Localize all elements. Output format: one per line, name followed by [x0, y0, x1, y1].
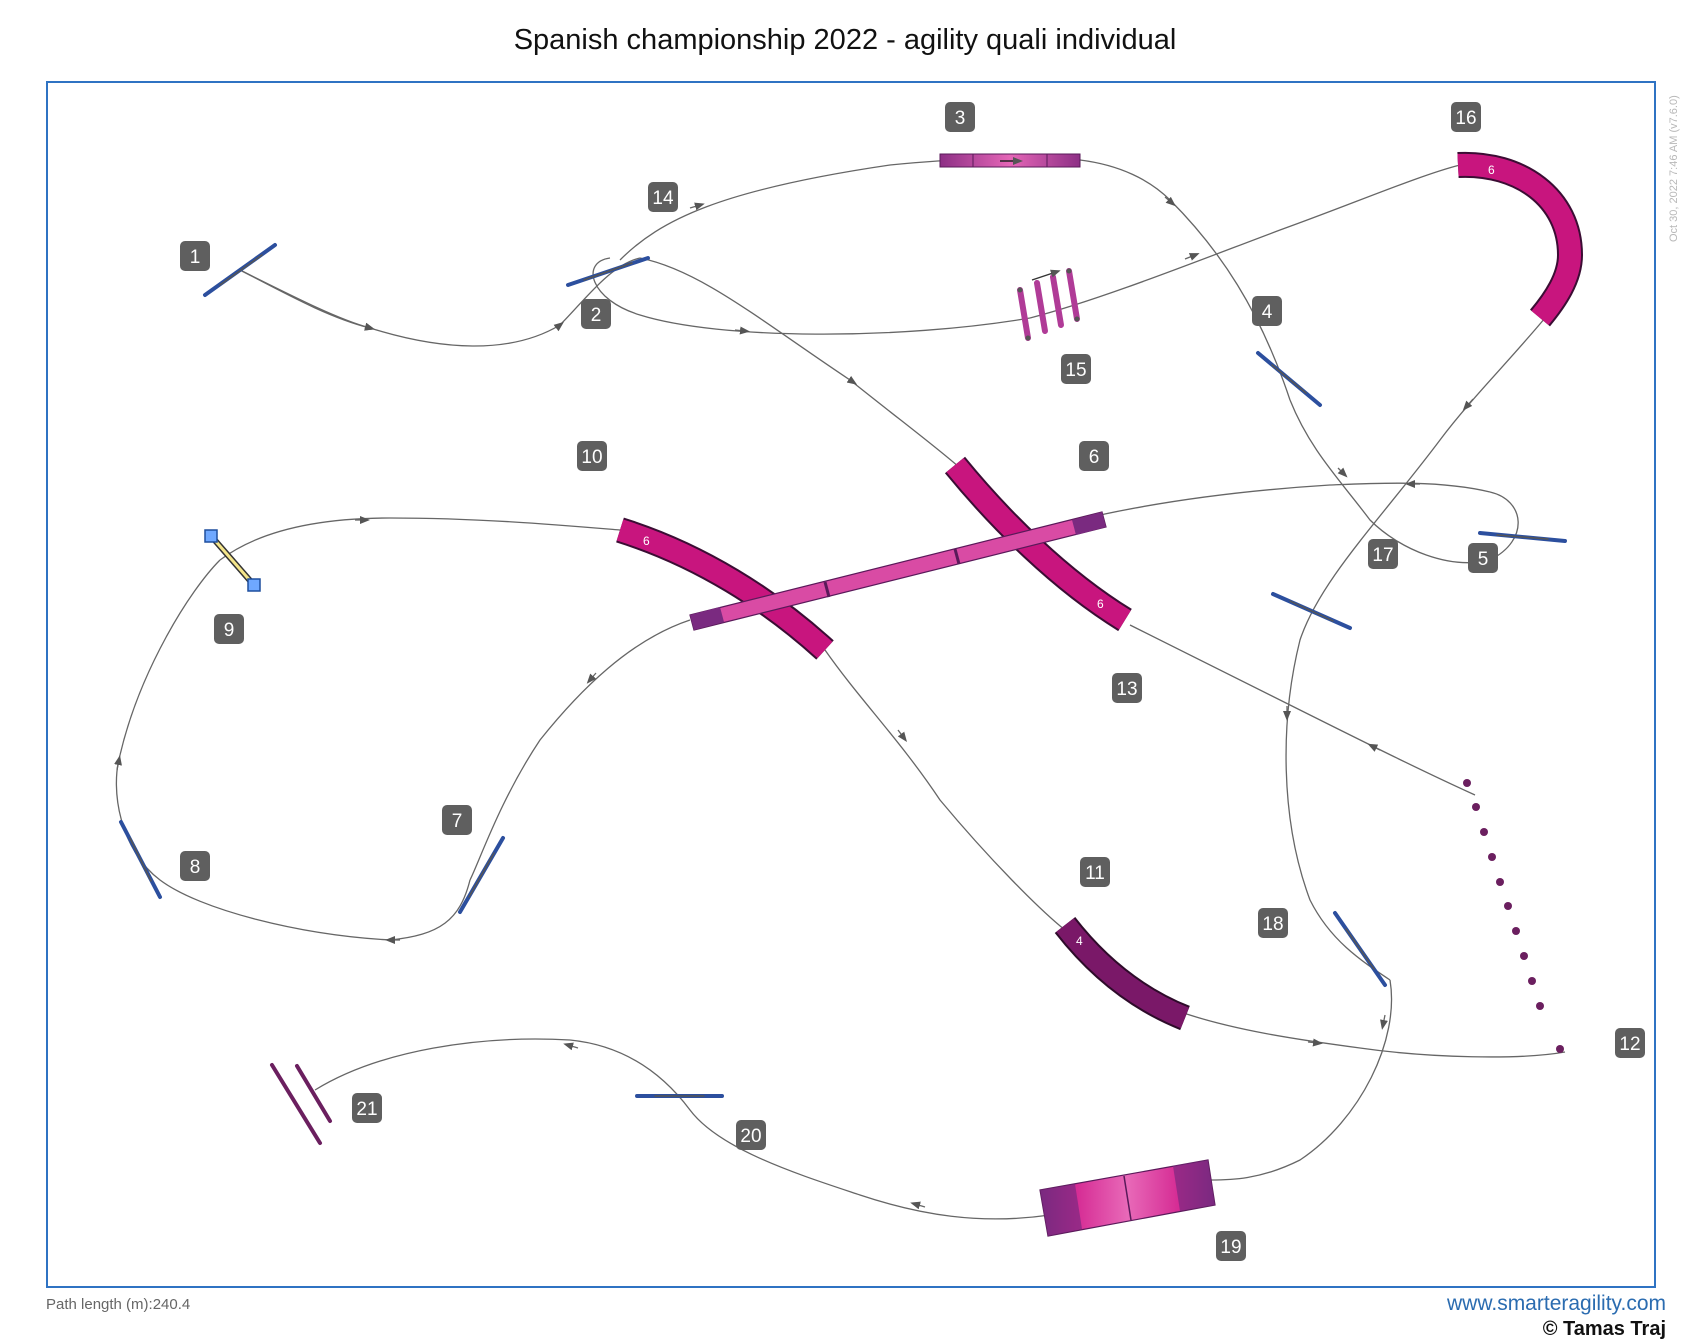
- svg-text:2: 2: [591, 305, 602, 326]
- badge-6: 6: [1079, 441, 1109, 471]
- tyre-9: [204, 529, 261, 592]
- badge-9: 9: [214, 614, 244, 644]
- seesaw-13: [689, 511, 1107, 631]
- jump-18: [1333, 911, 1387, 987]
- badge-14: 14: [648, 182, 678, 212]
- weave-15: [1017, 268, 1080, 341]
- copyright: © Tamas Traj: [1542, 1318, 1666, 1340]
- jump-21: [270, 1063, 332, 1145]
- svg-text:13: 13: [1116, 679, 1137, 700]
- svg-text:4: 4: [1262, 302, 1273, 323]
- website-link[interactable]: www.smarteragility.com: [1447, 1292, 1666, 1315]
- svg-text:16: 16: [1455, 108, 1476, 129]
- svg-text:8: 8: [190, 857, 201, 878]
- jump-1: [203, 243, 277, 297]
- badge-3: 3: [945, 102, 975, 132]
- svg-text:1: 1: [190, 247, 201, 268]
- svg-text:3: 3: [955, 108, 966, 129]
- svg-text:6: 6: [1089, 447, 1100, 468]
- course-title: Spanish championship 2022 - agility qual…: [513, 24, 1177, 56]
- jump-2: [566, 256, 650, 287]
- svg-text:9: 9: [224, 620, 235, 641]
- svg-text:17: 17: [1372, 545, 1393, 566]
- badge-5: 5: [1468, 543, 1498, 573]
- svg-text:11: 11: [1085, 863, 1105, 884]
- svg-text:7: 7: [452, 811, 463, 832]
- jumps: [119, 243, 1567, 1145]
- tunnel-10-length: 6: [643, 534, 650, 548]
- svg-text:15: 15: [1065, 360, 1086, 381]
- svg-text:18: 18: [1262, 914, 1283, 935]
- ring-border: [46, 81, 1656, 1288]
- svg-text:10: 10: [581, 447, 602, 468]
- timestamp: Oct 30, 2022 7:46 AM (v7.6.0): [1668, 95, 1680, 242]
- badge-20: 20: [736, 1120, 766, 1150]
- tunnels: 6 6 6 4: [616, 151, 1584, 1031]
- svg-text:12: 12: [1619, 1034, 1640, 1055]
- badge-11: 11: [1080, 857, 1110, 887]
- badge-1: 1: [180, 241, 210, 271]
- jump-8: [119, 820, 162, 899]
- spread-12: [1463, 779, 1564, 1053]
- dog-path: [114, 158, 1566, 1220]
- jump-5: [1478, 531, 1567, 543]
- svg-text:14: 14: [652, 188, 674, 209]
- jump-17: [1271, 592, 1352, 630]
- badge-2: 2: [581, 299, 611, 329]
- jump-7: [458, 836, 505, 914]
- badge-8: 8: [180, 851, 210, 881]
- badge-19: 19: [1216, 1231, 1246, 1261]
- badge-21: 21: [352, 1093, 382, 1123]
- svg-text:5: 5: [1478, 549, 1489, 570]
- badge-18: 18: [1258, 908, 1288, 938]
- tunnel-16-length: 6: [1488, 163, 1495, 177]
- jump-4: [1256, 351, 1322, 407]
- badge-15: 15: [1061, 354, 1091, 384]
- path-length: Path length (m):240.4: [46, 1296, 191, 1313]
- badge-17: 17: [1368, 539, 1398, 569]
- table-19: [1039, 1159, 1216, 1237]
- obstacle-number-badges: 1 2 3 4 5 6 7 8 9 10 11 12 13 14 15 16 1…: [180, 102, 1645, 1261]
- badge-12: 12: [1615, 1028, 1645, 1058]
- dogwalk-3: [939, 153, 1081, 168]
- badge-16: 16: [1451, 102, 1481, 132]
- svg-text:21: 21: [356, 1099, 377, 1120]
- badge-10: 10: [577, 441, 607, 471]
- badge-7: 7: [442, 805, 472, 835]
- badge-13: 13: [1112, 673, 1142, 703]
- svg-text:20: 20: [740, 1126, 761, 1147]
- tunnel-6-length: 6: [1097, 597, 1104, 611]
- tunnel-11-length: 4: [1076, 934, 1083, 948]
- badge-4: 4: [1252, 296, 1282, 326]
- svg-text:19: 19: [1220, 1237, 1241, 1258]
